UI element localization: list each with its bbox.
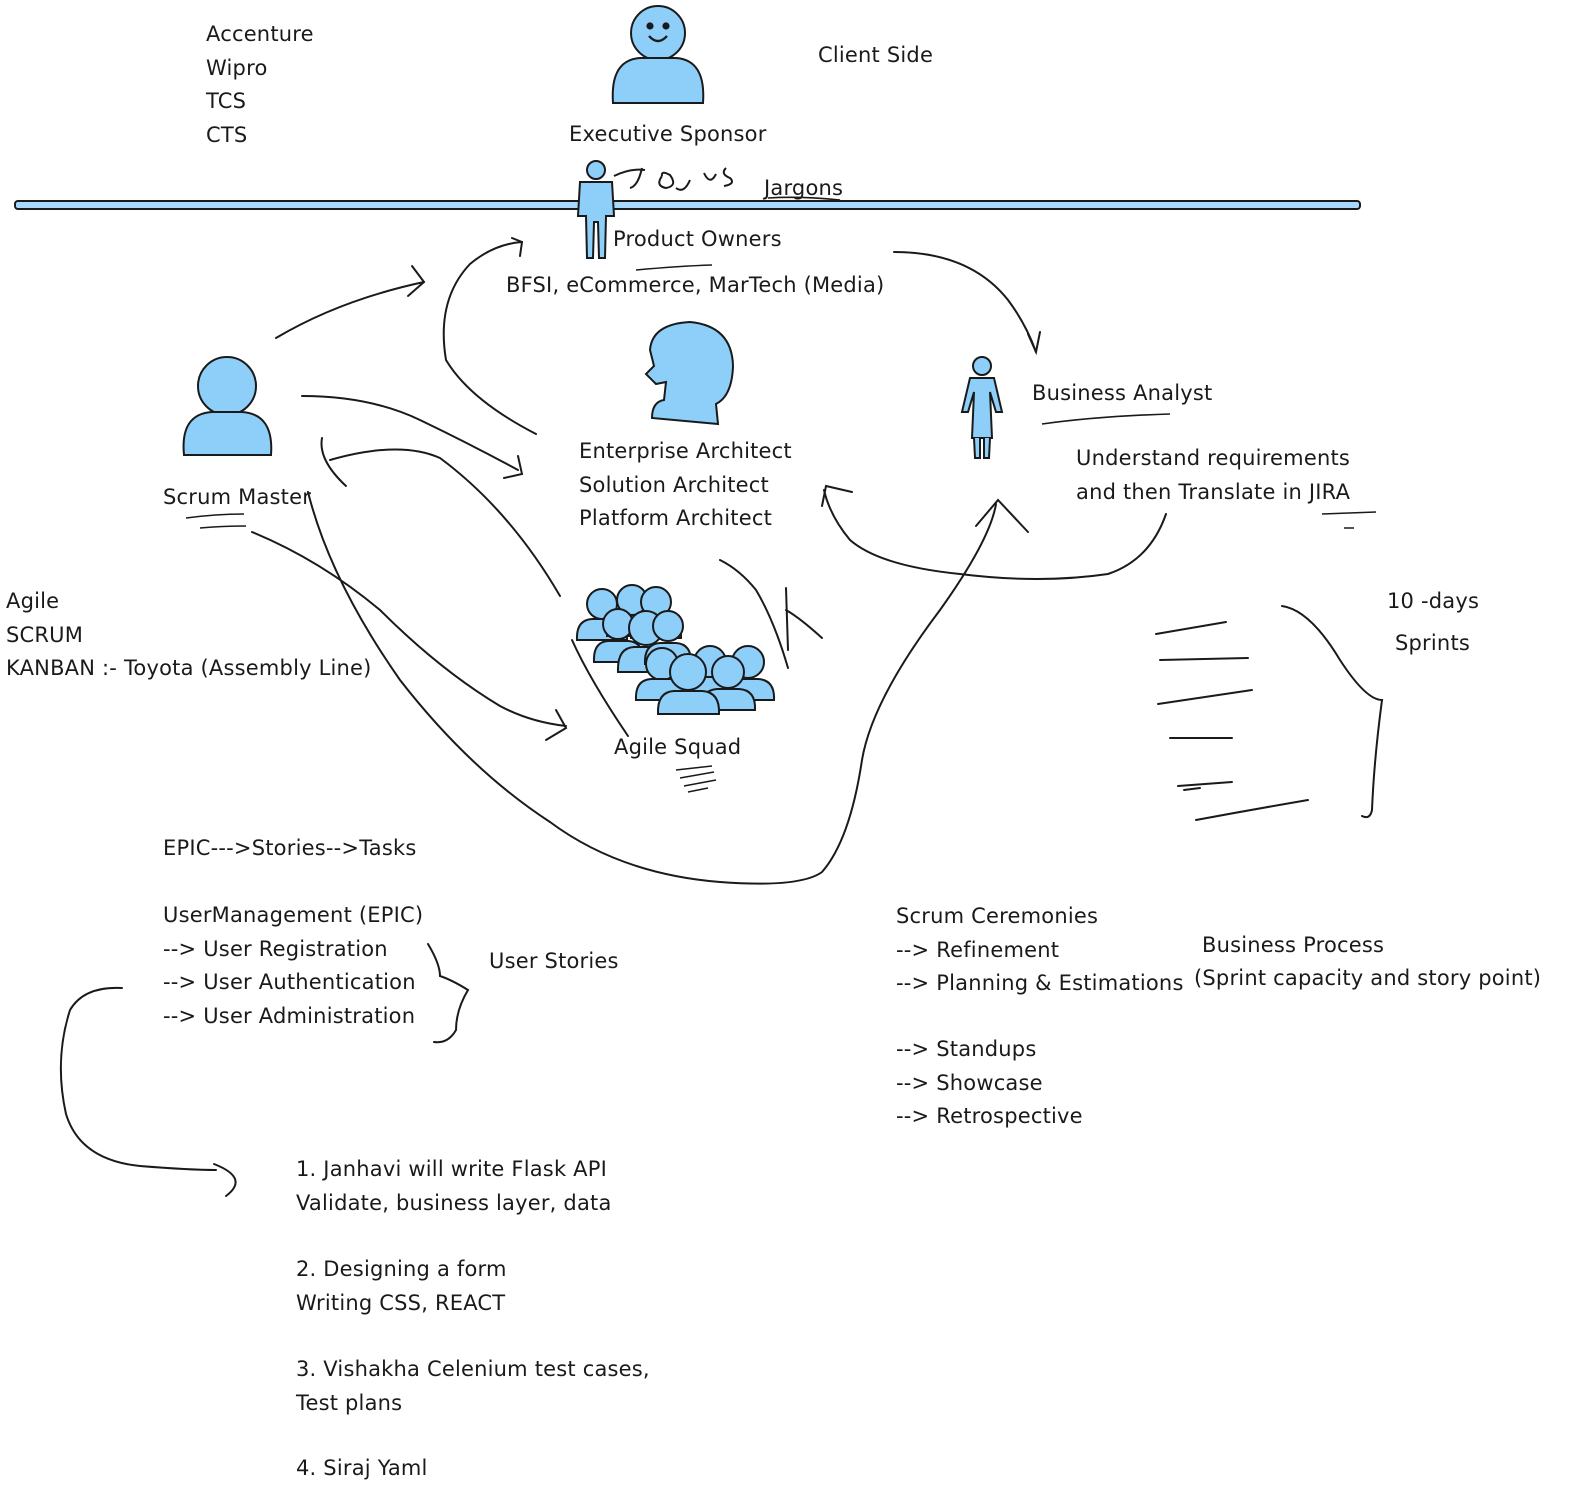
methodology-list: Agile SCRUM KANBAN :- Toyota (Assembly L… — [6, 585, 372, 686]
woman-figure-icon — [960, 356, 1004, 459]
product-owners-label: Product Owners — [613, 227, 782, 251]
user-icon — [182, 356, 273, 456]
scrum-master-label: Scrum Master — [163, 485, 312, 509]
story-item: --> User Administration — [163, 1003, 416, 1028]
ceremonies-title: Scrum Ceremonies — [896, 904, 1099, 928]
user-stories-label: User Stories — [489, 949, 619, 973]
company-item: Accenture — [206, 22, 314, 46]
scrum-ceremonies-block-2: --> Standups --> Showcase --> Retrospect… — [896, 1033, 1083, 1134]
task-item: 4. Siraj Yaml — [296, 1452, 428, 1486]
client-divider-bar — [14, 200, 1361, 210]
story-item: --> User Authentication — [163, 970, 416, 994]
client-side-label: Client Side — [818, 43, 934, 67]
scrum-ceremonies-block: Scrum Ceremonies --> Refinement --> Plan… — [896, 900, 1184, 1001]
bfsi-overline — [635, 264, 713, 271]
task-line: Validate, business layer, data — [296, 1190, 612, 1215]
ba-task-line: Understand requirements — [1076, 446, 1351, 470]
task-item: 2. Designing a form Writing CSS, REACT — [296, 1253, 507, 1320]
task-item: 1. Janhavi will write Flask API Validate… — [296, 1153, 612, 1220]
jargon-scribble — [613, 167, 733, 191]
task-line: 1. Janhavi will write Flask API — [296, 1157, 608, 1181]
smiling-person-icon — [611, 5, 705, 104]
product-owner-figure-icon — [576, 160, 616, 259]
story-item: --> User Registration — [163, 936, 388, 961]
company-item: CTS — [206, 122, 248, 147]
head-profile-icon — [644, 320, 735, 426]
hierarchy-label: EPIC--->Stories-->Tasks — [163, 836, 417, 860]
task-item: 3. Vishakha Celenium test cases, Test pl… — [296, 1353, 650, 1420]
task-line: Writing CSS, REACT — [296, 1290, 506, 1315]
architect-list: Enterprise Architect Solution Architect … — [579, 435, 792, 536]
ba-task-text: Understand requirements and then Transla… — [1076, 442, 1350, 509]
business-process-subtitle: (Sprint capacity and story point) — [1194, 966, 1542, 990]
epic-title: UserManagement (EPIC) — [163, 903, 424, 927]
executive-sponsor-label: Executive Sponsor — [569, 122, 767, 146]
architect-item: Solution Architect — [579, 472, 769, 497]
task-line: Test plans — [296, 1390, 403, 1415]
methodology-item: Agile — [6, 589, 60, 613]
business-analyst-underline — [1041, 413, 1171, 425]
business-process-title: Business Process — [1202, 933, 1385, 957]
architect-item: Platform Architect — [579, 506, 772, 530]
jargons-underline — [767, 196, 841, 201]
task-line: 4. Siraj Yaml — [296, 1456, 428, 1480]
sprints-label: Sprints — [1395, 631, 1471, 655]
ba-task-line: and then Translate in JIRA — [1076, 479, 1351, 504]
architect-item: Enterprise Architect — [579, 439, 792, 463]
jira-underline — [1321, 511, 1377, 529]
business-analyst-label: Business Analyst — [1032, 381, 1213, 405]
jargons-label: Jargons — [764, 176, 844, 200]
epic-block: UserManagement (EPIC) --> User Registrat… — [163, 899, 423, 1033]
ceremony-item: --> Showcase — [896, 1070, 1043, 1095]
ceremony-item: --> Refinement — [896, 937, 1060, 962]
methodology-item: SCRUM — [6, 622, 84, 647]
company-item: TCS — [206, 89, 247, 113]
scrum-master-underline — [185, 513, 247, 529]
company-item: Wipro — [206, 55, 268, 80]
methodology-item: KANBAN :- Toyota (Assembly Line) — [6, 656, 372, 680]
connector-arrows — [59, 237, 1384, 1197]
group-people-icon — [575, 584, 776, 715]
ceremony-item: --> Retrospective — [896, 1104, 1083, 1128]
sprint-length-label: 10 -days — [1387, 589, 1480, 613]
task-line: 3. Vishakha Celenium test cases, — [296, 1357, 650, 1381]
domains-label: BFSI, eCommerce, MarTech (Media) — [506, 273, 885, 297]
agile-squad-underline — [675, 765, 717, 793]
company-list: Accenture Wipro TCS CTS — [206, 18, 314, 152]
ceremony-item: --> Planning & Estimations — [896, 971, 1184, 995]
task-line: 2. Designing a form — [296, 1257, 507, 1281]
ceremony-item: --> Standups — [896, 1037, 1037, 1061]
agile-squad-label: Agile Squad — [614, 735, 742, 759]
